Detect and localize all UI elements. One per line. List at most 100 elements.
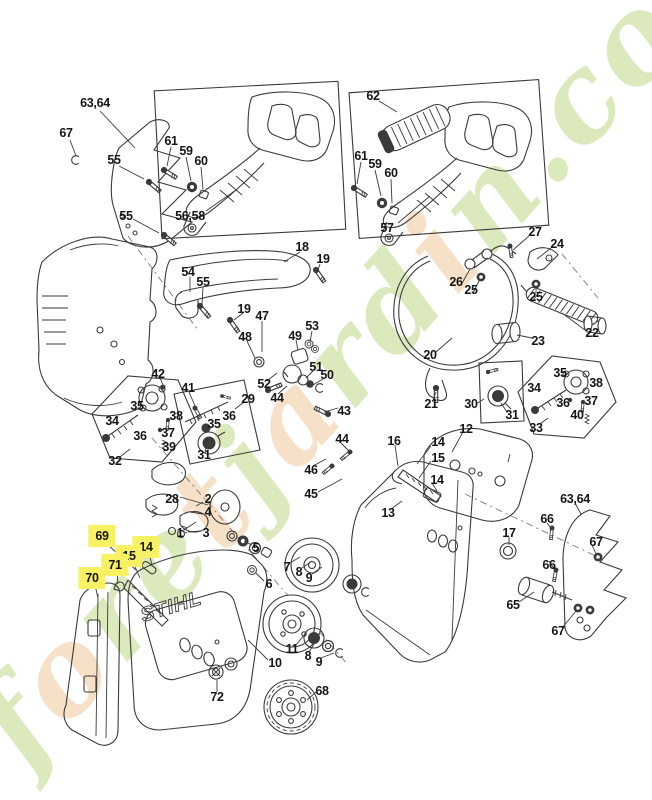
part-label-24: 24: [550, 237, 564, 251]
hand-guard-right-box: [348, 78, 550, 246]
part-label-2: 2: [204, 492, 212, 506]
part-label-44: 44: [335, 432, 349, 446]
part-label-48: 48: [238, 330, 252, 344]
part-label-19: 19: [237, 302, 251, 316]
part-label-38: 38: [169, 409, 183, 423]
part-label-9: 9: [315, 655, 323, 669]
roller-23: [491, 321, 521, 345]
part-label-42: 42: [151, 367, 165, 381]
part-label-31: 31: [505, 408, 519, 422]
sprocket-68: [263, 679, 319, 735]
part-label-28: 28: [165, 492, 179, 506]
part-label-43: 43: [337, 404, 351, 418]
part-label-69: 69: [88, 525, 116, 547]
part-label-61: 61: [164, 134, 178, 148]
part-label-20: 20: [423, 348, 437, 362]
part-label-41: 41: [181, 381, 195, 395]
part-label-6: 6: [265, 577, 273, 591]
part-label-19: 19: [316, 252, 330, 266]
part-label-26: 26: [449, 275, 463, 289]
engine-block: [36, 236, 158, 417]
part-label-68: 68: [315, 684, 329, 698]
part-label-33: 33: [529, 421, 543, 435]
part-label-59: 59: [368, 157, 382, 171]
part-label-46: 46: [304, 463, 318, 477]
part-label-8: 8: [295, 565, 303, 579]
part-label-57: 57: [380, 221, 394, 235]
part-label-71: 71: [101, 554, 129, 576]
brake-cover: [321, 427, 534, 522]
part-label-49: 49: [288, 329, 302, 343]
part-label-12: 12: [459, 422, 473, 436]
part-label-59: 59: [179, 144, 193, 158]
brake-spring: [491, 284, 607, 345]
part-label-45: 45: [304, 487, 318, 501]
part-label-67: 67: [551, 624, 565, 638]
part-label-10: 10: [268, 656, 282, 670]
part-label-34: 34: [527, 381, 541, 395]
part-label-7: 7: [283, 560, 291, 574]
part-label-61: 61: [354, 149, 368, 163]
part-label-11: 11: [285, 642, 299, 656]
bushing: [583, 315, 607, 335]
part-label-9: 9: [305, 571, 313, 585]
part-label-1: 1: [176, 526, 184, 540]
part-label-8: 8: [304, 649, 312, 663]
part-label-22: 22: [585, 326, 599, 340]
part-label-38: 38: [589, 376, 603, 390]
part-label-36: 36: [556, 396, 570, 410]
hardware-cluster: [160, 339, 333, 420]
part-label-63-64: 63,64: [560, 492, 590, 506]
felling-dog-bottom: [499, 509, 627, 641]
part-label-51: 51: [309, 360, 323, 374]
part-label-18: 18: [295, 240, 309, 254]
part-label-34: 34: [105, 414, 119, 428]
clutch-drum-lower: [262, 594, 344, 658]
oiler-box: [173, 379, 261, 465]
part-label-35: 35: [130, 399, 144, 413]
part-label-67: 67: [589, 535, 603, 549]
part-label-56-58: 56,58: [175, 209, 205, 223]
part-label-55: 55: [107, 153, 121, 167]
part-label-65: 65: [506, 598, 520, 612]
side-cover-right: [350, 460, 474, 663]
box-30: [478, 360, 525, 424]
part-label-66: 66: [542, 558, 556, 572]
part-label-35: 35: [207, 417, 221, 431]
part-label-37: 37: [584, 394, 598, 408]
part-label-36: 36: [133, 429, 147, 443]
part-label-72: 72: [210, 690, 224, 704]
part-label-63-64: 63,64: [80, 96, 110, 110]
part-label-52: 52: [257, 377, 271, 391]
part-label-25: 25: [529, 290, 543, 304]
part-label-47: 47: [255, 309, 269, 323]
oil-pump-right: [517, 355, 617, 439]
part-label-70: 70: [78, 567, 106, 589]
part-label-67: 67: [59, 126, 73, 140]
clutch-drum-upper: [247, 537, 370, 597]
hand-guard-left-box: [153, 80, 347, 240]
part-label-55: 55: [196, 275, 210, 289]
brake-lever: [163, 250, 328, 335]
part-label-66: 66: [540, 512, 554, 526]
part-label-39: 39: [162, 440, 176, 454]
part-label-40: 40: [570, 408, 584, 422]
part-label-17: 17: [502, 526, 516, 540]
part-label-35: 35: [553, 366, 567, 380]
part-label-30: 30: [464, 397, 478, 411]
part-label-44: 44: [270, 391, 284, 405]
part-label-15: 15: [431, 451, 445, 465]
part-label-53: 53: [305, 319, 319, 333]
part-label-5: 5: [252, 541, 260, 555]
part-label-14: 14: [431, 435, 445, 449]
part-label-16: 16: [387, 434, 401, 448]
part-label-14: 14: [430, 473, 444, 487]
clutch-parts: [145, 461, 273, 558]
brake-band: [393, 245, 519, 404]
bar-nuts-72: [208, 657, 238, 680]
oil-pump-left: [91, 375, 197, 463]
part-label-21: 21: [424, 397, 438, 411]
